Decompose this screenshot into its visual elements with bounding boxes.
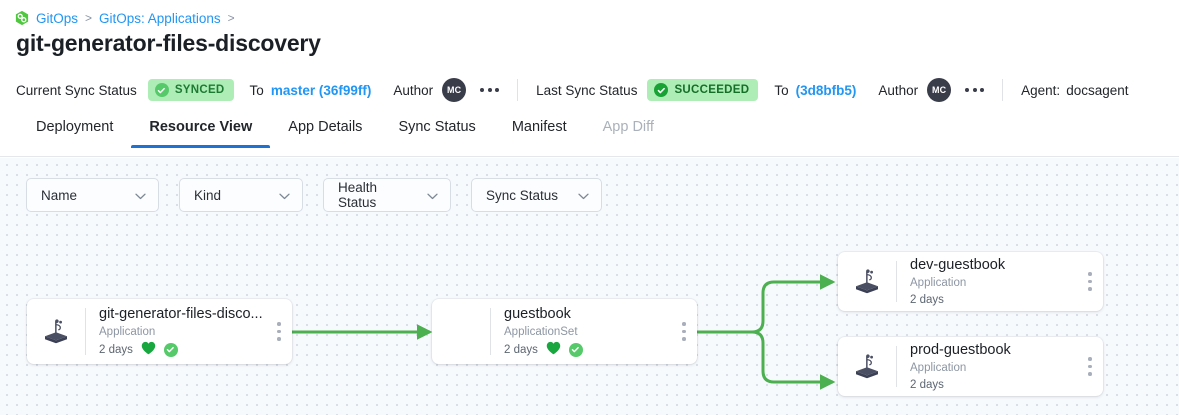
- graph-node-kind: Application: [910, 276, 967, 289]
- filter-name[interactable]: Name: [26, 178, 159, 212]
- health-heart-icon: [141, 341, 156, 359]
- breadcrumb-separator: >: [85, 11, 93, 25]
- graph-node-menu-icon[interactable]: [266, 299, 292, 364]
- graph-node-title: git-generator-files-disco...: [99, 305, 263, 322]
- filter-name-label: Name: [41, 187, 78, 203]
- divider: [1002, 79, 1004, 101]
- divider: [490, 308, 491, 355]
- graph-node-kind: ApplicationSet: [504, 325, 578, 338]
- graph-node-root[interactable]: git-generator-files-disco... Application…: [27, 299, 292, 364]
- filter-health-status[interactable]: Health Status: [323, 178, 451, 212]
- divider: [896, 261, 897, 302]
- last-to-label: To: [774, 82, 789, 98]
- filter-kind-label: Kind: [194, 187, 222, 203]
- avatar: MC: [442, 78, 467, 102]
- status-bar: Current Sync Status SYNCED To master (36…: [0, 68, 1179, 112]
- chevron-down-icon: [427, 188, 438, 203]
- breadcrumb-link-applications[interactable]: GitOps: Applications: [99, 10, 221, 26]
- graph-node-title: dev-guestbook: [910, 256, 1006, 273]
- edge-appset-to-prod: [697, 330, 836, 390]
- graph-node-menu-icon[interactable]: [671, 299, 697, 364]
- filter-sync-status-label: Sync Status: [486, 187, 559, 203]
- current-sync-more-icon[interactable]: [480, 88, 500, 92]
- check-circle-icon: [154, 83, 169, 97]
- gitops-icon: [14, 10, 30, 26]
- last-sync-status-label: Last Sync Status: [536, 82, 638, 98]
- filter-sync-status[interactable]: Sync Status: [471, 178, 602, 212]
- status-badge-synced: SYNCED: [147, 79, 234, 101]
- edge-appset-to-dev: [697, 274, 836, 334]
- tab-resource-view[interactable]: Resource View: [131, 115, 271, 148]
- graph-node-dev-guestbook[interactable]: dev-guestbook Application 2 days: [838, 252, 1103, 311]
- status-badge-synced-label: SYNCED: [174, 84, 225, 96]
- chevron-down-icon: [578, 188, 589, 203]
- graph-node-kind: Application: [910, 361, 967, 374]
- tab-manifest[interactable]: Manifest: [511, 119, 567, 135]
- tab-bar: Deployment Resource View App Details Syn…: [0, 115, 1179, 157]
- current-revision-link[interactable]: master (36f99ff): [270, 82, 372, 98]
- current-author-label: Author: [393, 82, 434, 98]
- sync-status-icon: [568, 342, 583, 357]
- tab-app-details[interactable]: App Details: [288, 119, 363, 135]
- graph-node-body: dev-guestbook Application 2 days: [897, 256, 1077, 308]
- page-title: git-generator-files-discovery: [16, 30, 321, 56]
- last-sync-more-icon[interactable]: [965, 88, 985, 92]
- agent-info: Agent: docsagent: [1021, 83, 1128, 98]
- graph-node-body: guestbook ApplicationSet 2 days: [491, 305, 671, 359]
- avatar: MC: [927, 78, 952, 102]
- chevron-down-icon: [279, 188, 290, 203]
- resource-graph-canvas: Name Kind Health Status Sync Status: [0, 158, 1179, 415]
- filter-kind[interactable]: Kind: [179, 178, 303, 212]
- graph-node-meta: 2 days: [504, 341, 671, 359]
- tab-deployment[interactable]: Deployment: [36, 119, 114, 135]
- argo-application-icon: [838, 252, 896, 311]
- breadcrumb-link-gitops[interactable]: GitOps: [36, 10, 79, 26]
- tab-app-diff: App Diff: [602, 119, 654, 135]
- argo-application-icon: [838, 337, 896, 396]
- filter-bar: Name Kind Health Status Sync Status: [26, 178, 602, 212]
- graph-node-prod-guestbook[interactable]: prod-guestbook Application 2 days: [838, 337, 1103, 396]
- divider: [517, 79, 519, 101]
- status-badge-succeeded-label: SUCCEEDED: [674, 84, 750, 96]
- graph-node-menu-icon[interactable]: [1077, 252, 1103, 311]
- graph-edges: [292, 274, 836, 390]
- divider: [896, 346, 897, 387]
- graph-node-age: 2 days: [99, 343, 133, 356]
- graph-node-age: 2 days: [910, 378, 944, 391]
- last-revision-link[interactable]: (3d8bfb5): [795, 82, 857, 98]
- sync-status-icon: [163, 342, 178, 357]
- graph-node-meta: 2 days: [910, 377, 1077, 393]
- health-heart-icon: [546, 341, 561, 359]
- current-sync-status-label: Current Sync Status: [16, 82, 137, 98]
- node-icon-placeholder: [432, 299, 490, 364]
- graph-node-kind: Application: [99, 325, 156, 338]
- graph-node-body: prod-guestbook Application 2 days: [897, 341, 1077, 393]
- graph-node-meta: 2 days: [99, 341, 266, 359]
- graph-node-meta: 2 days: [910, 292, 1077, 308]
- breadcrumb-separator: >: [227, 11, 235, 25]
- graph-node-title: guestbook: [504, 305, 571, 322]
- filter-health-status-label: Health Status: [338, 180, 378, 210]
- graph-node-age: 2 days: [504, 343, 538, 356]
- graph-node-age: 2 days: [910, 293, 944, 306]
- status-badge-succeeded: SUCCEEDED: [647, 79, 759, 101]
- graph-node-menu-icon[interactable]: [1077, 337, 1103, 396]
- check-circle-icon: [654, 83, 669, 97]
- graph-node-title: prod-guestbook: [910, 341, 1011, 358]
- chevron-down-icon: [135, 188, 146, 203]
- argo-application-icon: [27, 299, 85, 364]
- divider: [85, 308, 86, 355]
- current-to-label: To: [249, 82, 264, 98]
- agent-value: docsagent: [1066, 82, 1129, 98]
- graph-node-appset[interactable]: guestbook ApplicationSet 2 days: [432, 299, 697, 364]
- breadcrumb: GitOps > GitOps: Applications >: [14, 8, 236, 28]
- last-author-label: Author: [878, 82, 919, 98]
- agent-label: Agent:: [1021, 82, 1061, 98]
- graph-node-body: git-generator-files-disco... Application…: [86, 305, 266, 359]
- tab-sync-status[interactable]: Sync Status: [398, 119, 476, 135]
